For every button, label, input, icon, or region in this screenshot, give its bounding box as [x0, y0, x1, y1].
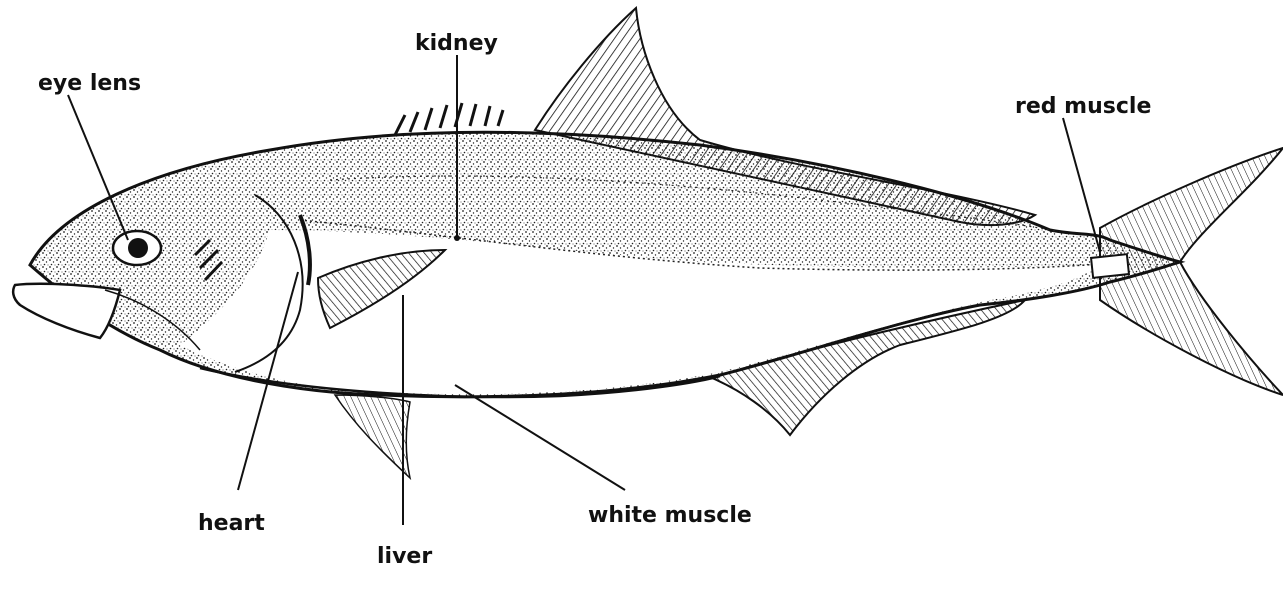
- pelvic-fin: [335, 395, 410, 478]
- label-heart: heart: [198, 511, 265, 536]
- label-eye-lens: eye lens: [38, 71, 141, 96]
- label-liver: liver: [377, 544, 432, 569]
- label-kidney: kidney: [415, 31, 498, 56]
- label-red-muscle: red muscle: [1015, 94, 1151, 119]
- kidney-marker: [454, 235, 460, 241]
- spiny-dorsal-fin: [395, 103, 503, 135]
- label-white-muscle: white muscle: [588, 503, 752, 528]
- fish-eye: [113, 231, 161, 265]
- red-muscle-sample-box: [1091, 254, 1129, 278]
- white-muscle-leader: [455, 385, 625, 490]
